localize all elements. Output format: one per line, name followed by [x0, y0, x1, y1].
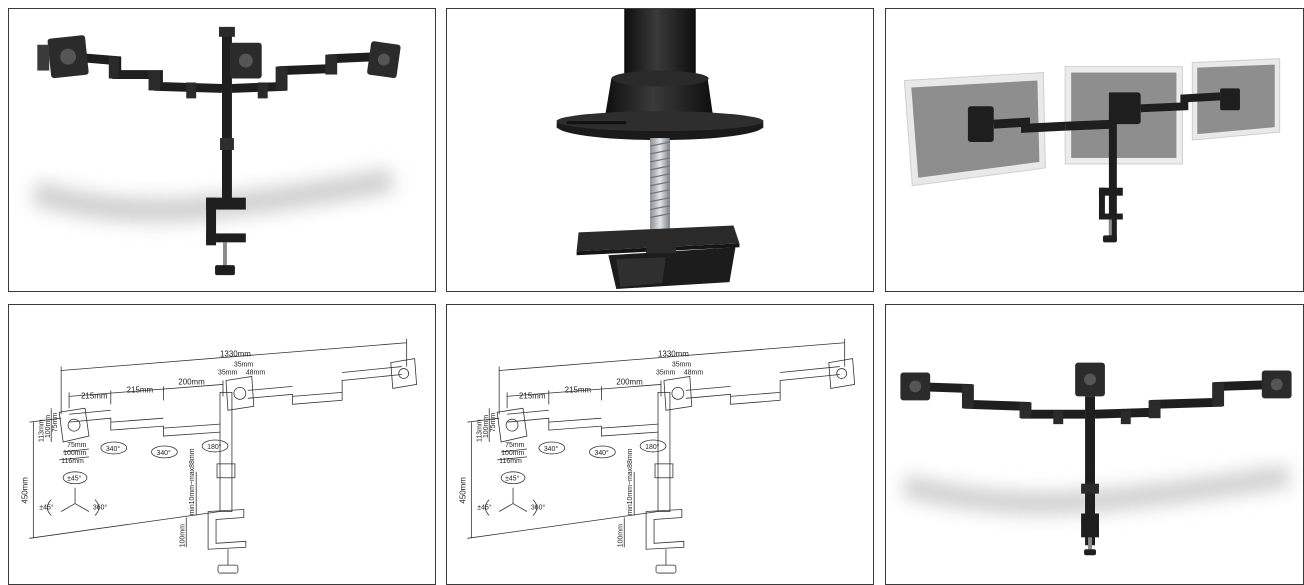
dim-arm-2: 215mm: [565, 385, 592, 394]
dim-rot-340-b: 340°: [156, 449, 171, 457]
vesa-plate-center: [229, 42, 262, 79]
dim-rot-340-a: 340°: [106, 445, 121, 453]
dim-desk-range: min10mm~max88mm: [189, 448, 196, 515]
dim-arm-3: 200mm: [616, 377, 643, 386]
clamp-mount-photo[interactable]: [8, 8, 436, 292]
dim-vesa-100h: 100mm: [63, 450, 86, 457]
clamp-closeup-illustration: [556, 9, 764, 290]
dim-arm-2: 215mm: [127, 385, 154, 394]
dim-rot-180: 180°: [207, 443, 222, 451]
dim-arm-1: 215mm: [519, 391, 546, 400]
dim-vesa-113: 113mm: [476, 419, 483, 442]
dim-tilt-left: ±45°: [39, 504, 54, 512]
dim-tilt-top: ±45°: [505, 475, 520, 483]
dim-vesa-100v: 100mm: [45, 415, 52, 438]
dimension-drawing-a-art: 1330mm 215mm 215mm 200mm 35mm 35mm 48mm …: [20, 338, 418, 574]
dim-offset-c: 48mm: [684, 370, 703, 377]
dim-offset-a: 35mm: [218, 370, 237, 377]
dim-total-width: 1330mm: [220, 350, 251, 359]
dim-vesa-75h: 75mm: [67, 442, 86, 449]
dim-offset-b: 35mm: [234, 362, 253, 369]
front-view-photo[interactable]: [885, 304, 1304, 585]
dim-arm-1: 215mm: [81, 391, 108, 400]
dim-vesa-113: 113mm: [38, 419, 45, 442]
clamp-mount-illustration: [30, 26, 401, 276]
dim-vesa-116: 116mm: [499, 458, 522, 465]
dim-rot-180: 180°: [645, 443, 660, 451]
dim-vesa-100v: 100mm: [483, 415, 490, 438]
dim-swivel: 360°: [93, 504, 108, 512]
vesa-plate-left: [37, 35, 89, 79]
dim-offset-b: 35mm: [672, 362, 691, 369]
dim-rot-340-a: 340°: [544, 445, 559, 453]
dim-swivel: 360°: [531, 504, 546, 512]
dim-clamp-depth: 100mm: [617, 524, 624, 547]
dimension-drawing-b[interactable]: 1330mm 215mm 215mm 200mm 35mm 35mm 48mm …: [446, 304, 874, 585]
front-view-illustration: [900, 362, 1292, 556]
dim-height: 450mm: [458, 477, 467, 504]
mounted-monitors-photo[interactable]: [885, 8, 1304, 292]
clamp-closeup-photo[interactable]: [446, 8, 874, 292]
vesa-plate-right: [367, 41, 401, 79]
dim-tilt-left: ±45°: [477, 504, 492, 512]
dim-vesa-100h: 100mm: [501, 450, 524, 457]
dim-vesa-116: 116mm: [61, 458, 84, 465]
dim-vesa-75v: 75mm: [52, 413, 59, 432]
dim-total-width: 1330mm: [658, 350, 689, 359]
mounted-monitors-illustration: [903, 58, 1281, 243]
dim-rot-340-b: 340°: [594, 449, 609, 457]
dim-clamp-depth: 100mm: [179, 524, 186, 547]
dimension-drawing-b-art: 1330mm 215mm 215mm 200mm 35mm 35mm 48mm …: [458, 338, 856, 574]
dim-arm-3: 200mm: [178, 377, 205, 386]
dim-offset-c: 48mm: [246, 370, 265, 377]
dim-desk-range: min10mm~max88mm: [627, 448, 634, 515]
dim-height: 450mm: [20, 477, 29, 504]
dim-tilt-top: ±45°: [67, 475, 82, 483]
dim-offset-a: 35mm: [656, 370, 675, 377]
dim-vesa-75h: 75mm: [505, 442, 524, 449]
dim-vesa-75v: 75mm: [490, 413, 497, 432]
dimension-drawing-a[interactable]: 1330mm 215mm 215mm 200mm 35mm 35mm 48mm …: [8, 304, 436, 585]
